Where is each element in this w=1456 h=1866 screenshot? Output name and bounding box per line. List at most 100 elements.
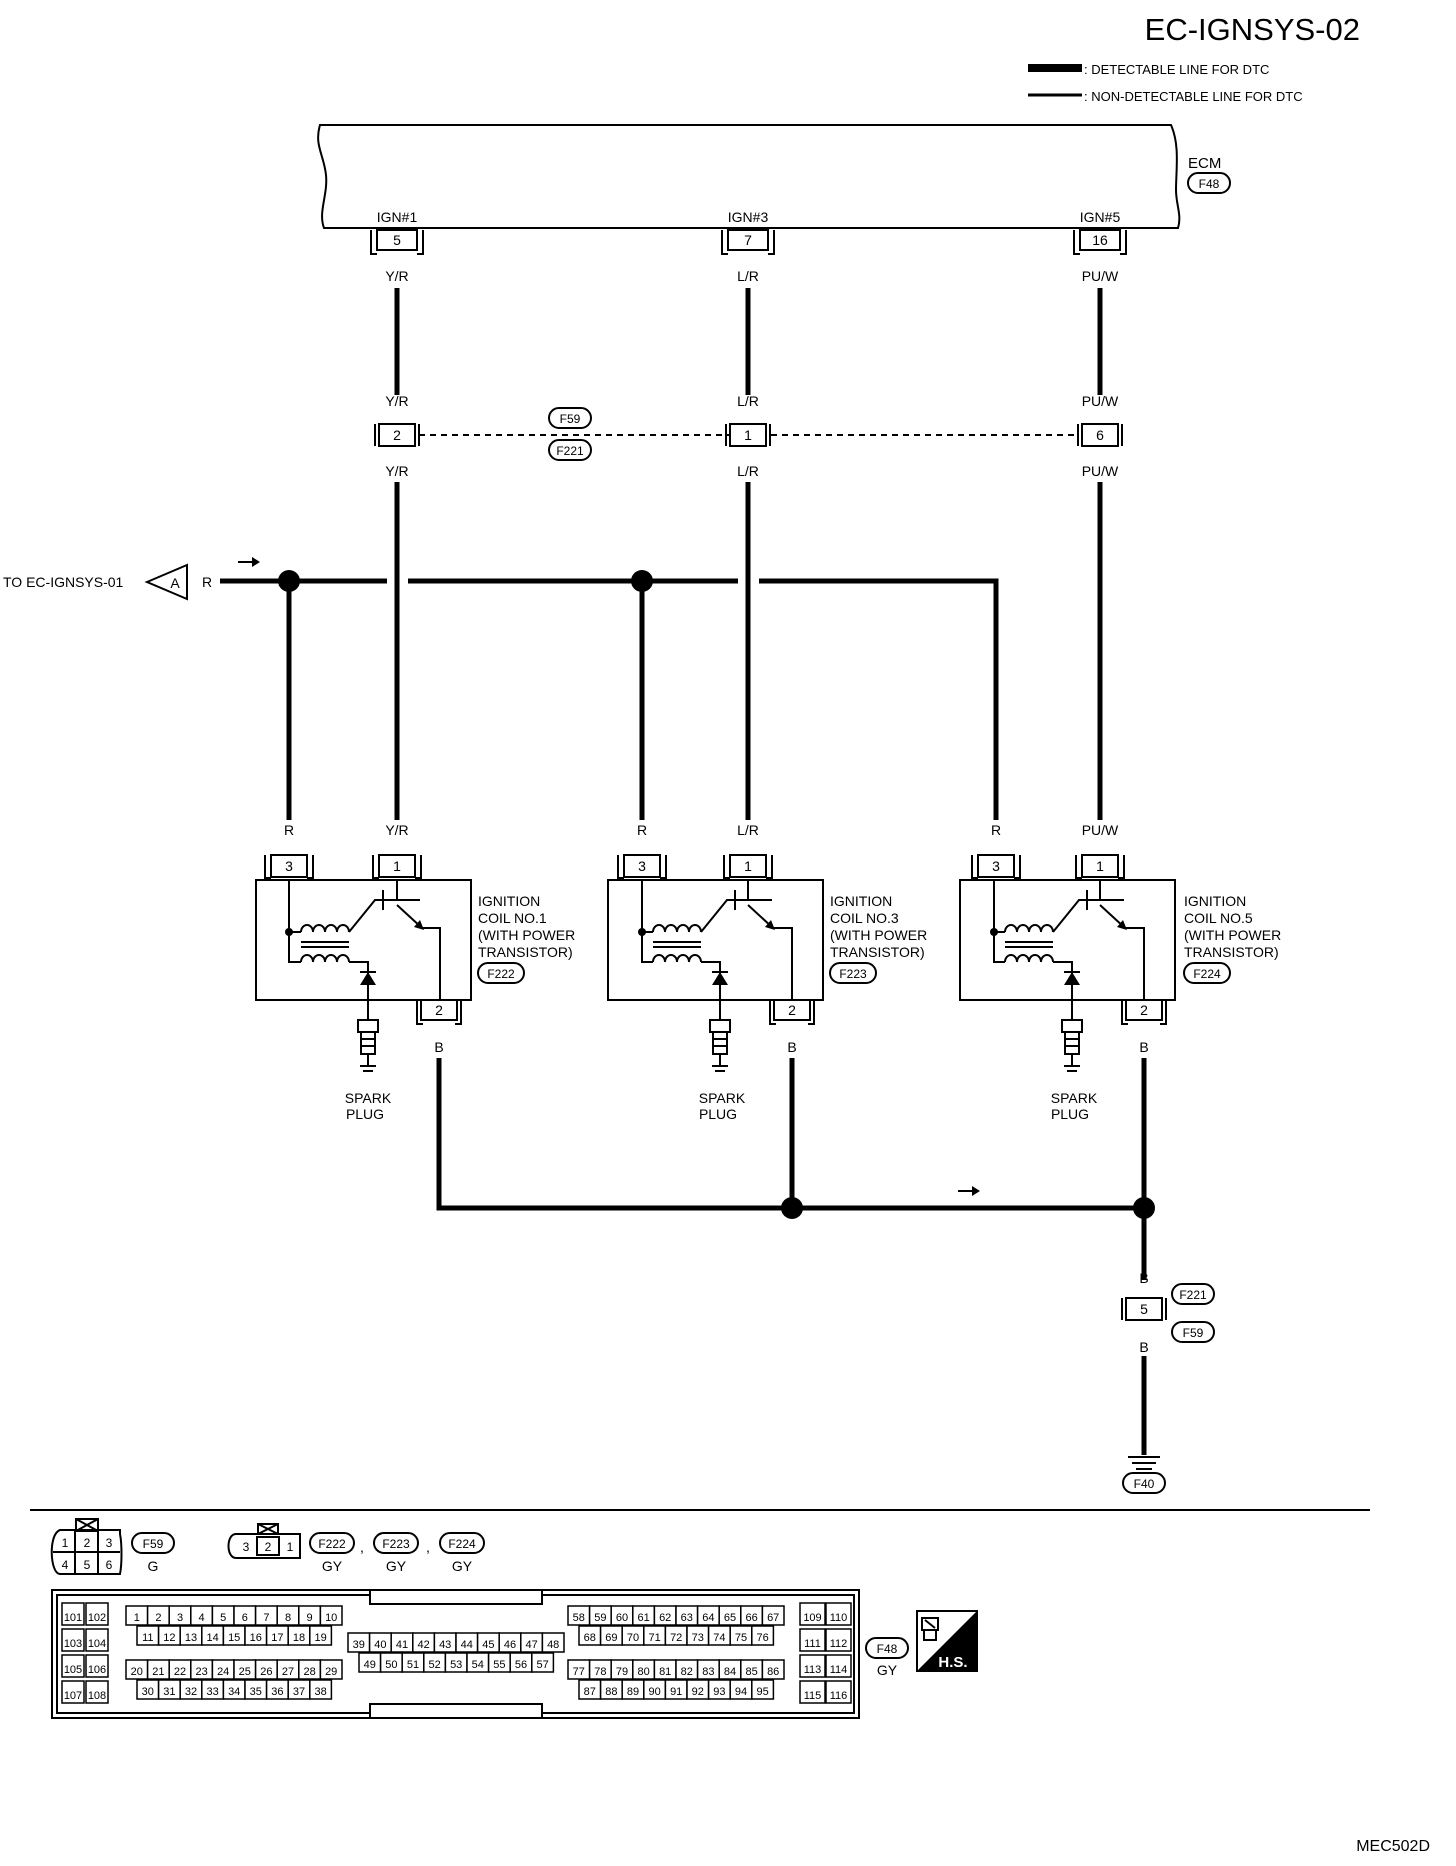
connector-pin: 108 [88, 1690, 106, 1702]
spark-plug-icon [709, 1019, 731, 1072]
connector-pin-cell [799, 1628, 826, 1652]
ground-point-connector: F40 [1134, 1477, 1155, 1491]
connector-pin: 87 [584, 1686, 596, 1698]
connector-pin: 17 [271, 1632, 283, 1644]
connector-pin: 63 [681, 1612, 693, 1624]
connector-color: GY [386, 1558, 407, 1574]
connector-pin-cell [85, 1628, 109, 1652]
ecm-label: ECM [1188, 155, 1221, 172]
connector-pin: 2 [265, 1540, 272, 1554]
spark-plug-label: PLUG [1051, 1106, 1089, 1122]
spark-plug-icon [1061, 1019, 1083, 1072]
connector-pin: 45 [482, 1639, 494, 1651]
connector-pin: 105 [64, 1664, 82, 1676]
joint-pin-number: 1 [744, 427, 752, 443]
connector-pin-cell [319, 1605, 343, 1626]
coil-label-line: (WITH POWER [830, 927, 927, 943]
coil-label-line: TRANSISTOR) [830, 944, 925, 960]
connector-pin: 95 [756, 1686, 768, 1698]
connector-pin: 112 [830, 1638, 848, 1650]
wire-r-bus [220, 578, 999, 820]
connector-pin: 9 [307, 1612, 313, 1624]
connector-view-f222: 3 2 1 F222 , F223 , F224 GY GY GY [227, 1523, 485, 1574]
connector-pin: 31 [163, 1686, 175, 1698]
connector-pin: 27 [282, 1666, 294, 1678]
connector-pin: 39 [353, 1639, 365, 1651]
connector-pin: 64 [702, 1612, 714, 1624]
joint-pin-number: 6 [1096, 427, 1104, 443]
ecm-pin-name: IGN#3 [728, 209, 769, 225]
joint-connector-code: F59 [560, 412, 581, 426]
connector-pin: 25 [239, 1666, 251, 1678]
ignition-coil-3: R L/R 3 1 IGNITION COIL NO.3 (WITH POWER… [607, 822, 927, 1122]
ground-connector-code: F221 [1179, 1288, 1207, 1302]
legend-detectable-label: : DETECTABLE LINE FOR DTC [1084, 62, 1269, 77]
wire-color-label: Y/R [385, 822, 408, 838]
connector-pin: 102 [88, 1612, 106, 1624]
spark-plug-label: PLUG [699, 1106, 737, 1122]
ecm-terminal-ign5: IGN#5 16 PU/W [1073, 209, 1127, 284]
legend-non-detectable-label: : NON-DETECTABLE LINE FOR DTC [1084, 89, 1303, 104]
connector-pin: 36 [271, 1686, 283, 1698]
joint-connector: Y/R L/R PU/W 2 1 6 F59 F221 Y/R L/R PU/W [374, 393, 1123, 479]
wire-color-label: Y/R [385, 268, 408, 284]
coil-pin-number: 2 [788, 1002, 796, 1018]
spark-plug-label: SPARK [699, 1090, 746, 1106]
coil-pin-number: 2 [1140, 1002, 1148, 1018]
connector-pin-cell [751, 1679, 775, 1700]
connector-color: GY [322, 1558, 343, 1574]
wire-color-label: L/R [737, 463, 759, 479]
connector-pin: 94 [735, 1686, 747, 1698]
connector-pin: 84 [724, 1666, 736, 1678]
ground-connector: B 5 F221 F59 B [1121, 1270, 1215, 1355]
ecm-pin-number: 16 [1092, 232, 1108, 248]
connector-pin: 50 [385, 1659, 397, 1671]
connector-pin-cell [61, 1602, 85, 1626]
ecm-pin-name: IGN#1 [377, 209, 418, 225]
connector-pin: 60 [616, 1612, 628, 1624]
connector-pin-cell [825, 1628, 852, 1652]
ground-icon [1128, 1456, 1160, 1470]
connector-pin-cell [309, 1625, 333, 1646]
connector-pin-cell [761, 1605, 785, 1626]
connector-pin: 3 [243, 1540, 250, 1554]
connector-pin: 72 [670, 1632, 682, 1644]
wire-color-label: L/R [737, 393, 759, 409]
connector-pin: 26 [260, 1666, 272, 1678]
connector-pin: 75 [735, 1632, 747, 1644]
connector-color: G [148, 1558, 159, 1574]
connector-code: F59 [143, 1537, 164, 1551]
connector-pin: 69 [605, 1632, 617, 1644]
connector-pin: 32 [185, 1686, 197, 1698]
connector-pin: 33 [206, 1686, 218, 1698]
hs-badge-label: H.S. [938, 1654, 967, 1671]
connector-pin: 7 [263, 1612, 269, 1624]
connector-pin: 28 [303, 1666, 315, 1678]
connector-pin: 6 [242, 1612, 248, 1624]
connector-pin: 23 [195, 1666, 207, 1678]
connector-pin: 90 [648, 1686, 660, 1698]
connector-pin-cell [799, 1602, 826, 1626]
wire-color-label: PU/W [1082, 268, 1119, 284]
connector-pin: 65 [724, 1612, 736, 1624]
connector-view-f59: 1 2 3 4 5 6 F59 G [50, 1518, 175, 1575]
connector-pin: 78 [594, 1666, 606, 1678]
connector-pin: 57 [536, 1659, 548, 1671]
wire-color-label: B [787, 1039, 796, 1055]
connector-pin: 13 [185, 1632, 197, 1644]
connector-pin: 61 [637, 1612, 649, 1624]
connector-pin: 43 [439, 1639, 451, 1651]
wire-color-label: R [991, 822, 1001, 838]
connector-pin: 44 [461, 1639, 473, 1651]
connector-pin: 16 [250, 1632, 262, 1644]
connector-pin: 56 [515, 1659, 527, 1671]
connector-pin-cell [751, 1625, 775, 1646]
connector-pin: 1 [62, 1536, 69, 1550]
connector-pin-cell [761, 1659, 785, 1680]
connector-pin: 109 [803, 1612, 821, 1624]
connector-pin: 18 [293, 1632, 305, 1644]
power-source-label: TO EC-IGNSYS-01 [3, 574, 124, 590]
connector-pin-cell [319, 1659, 343, 1680]
ecm-terminal-ign3: IGN#3 7 L/R [721, 209, 775, 284]
connector-pin: 77 [573, 1666, 585, 1678]
